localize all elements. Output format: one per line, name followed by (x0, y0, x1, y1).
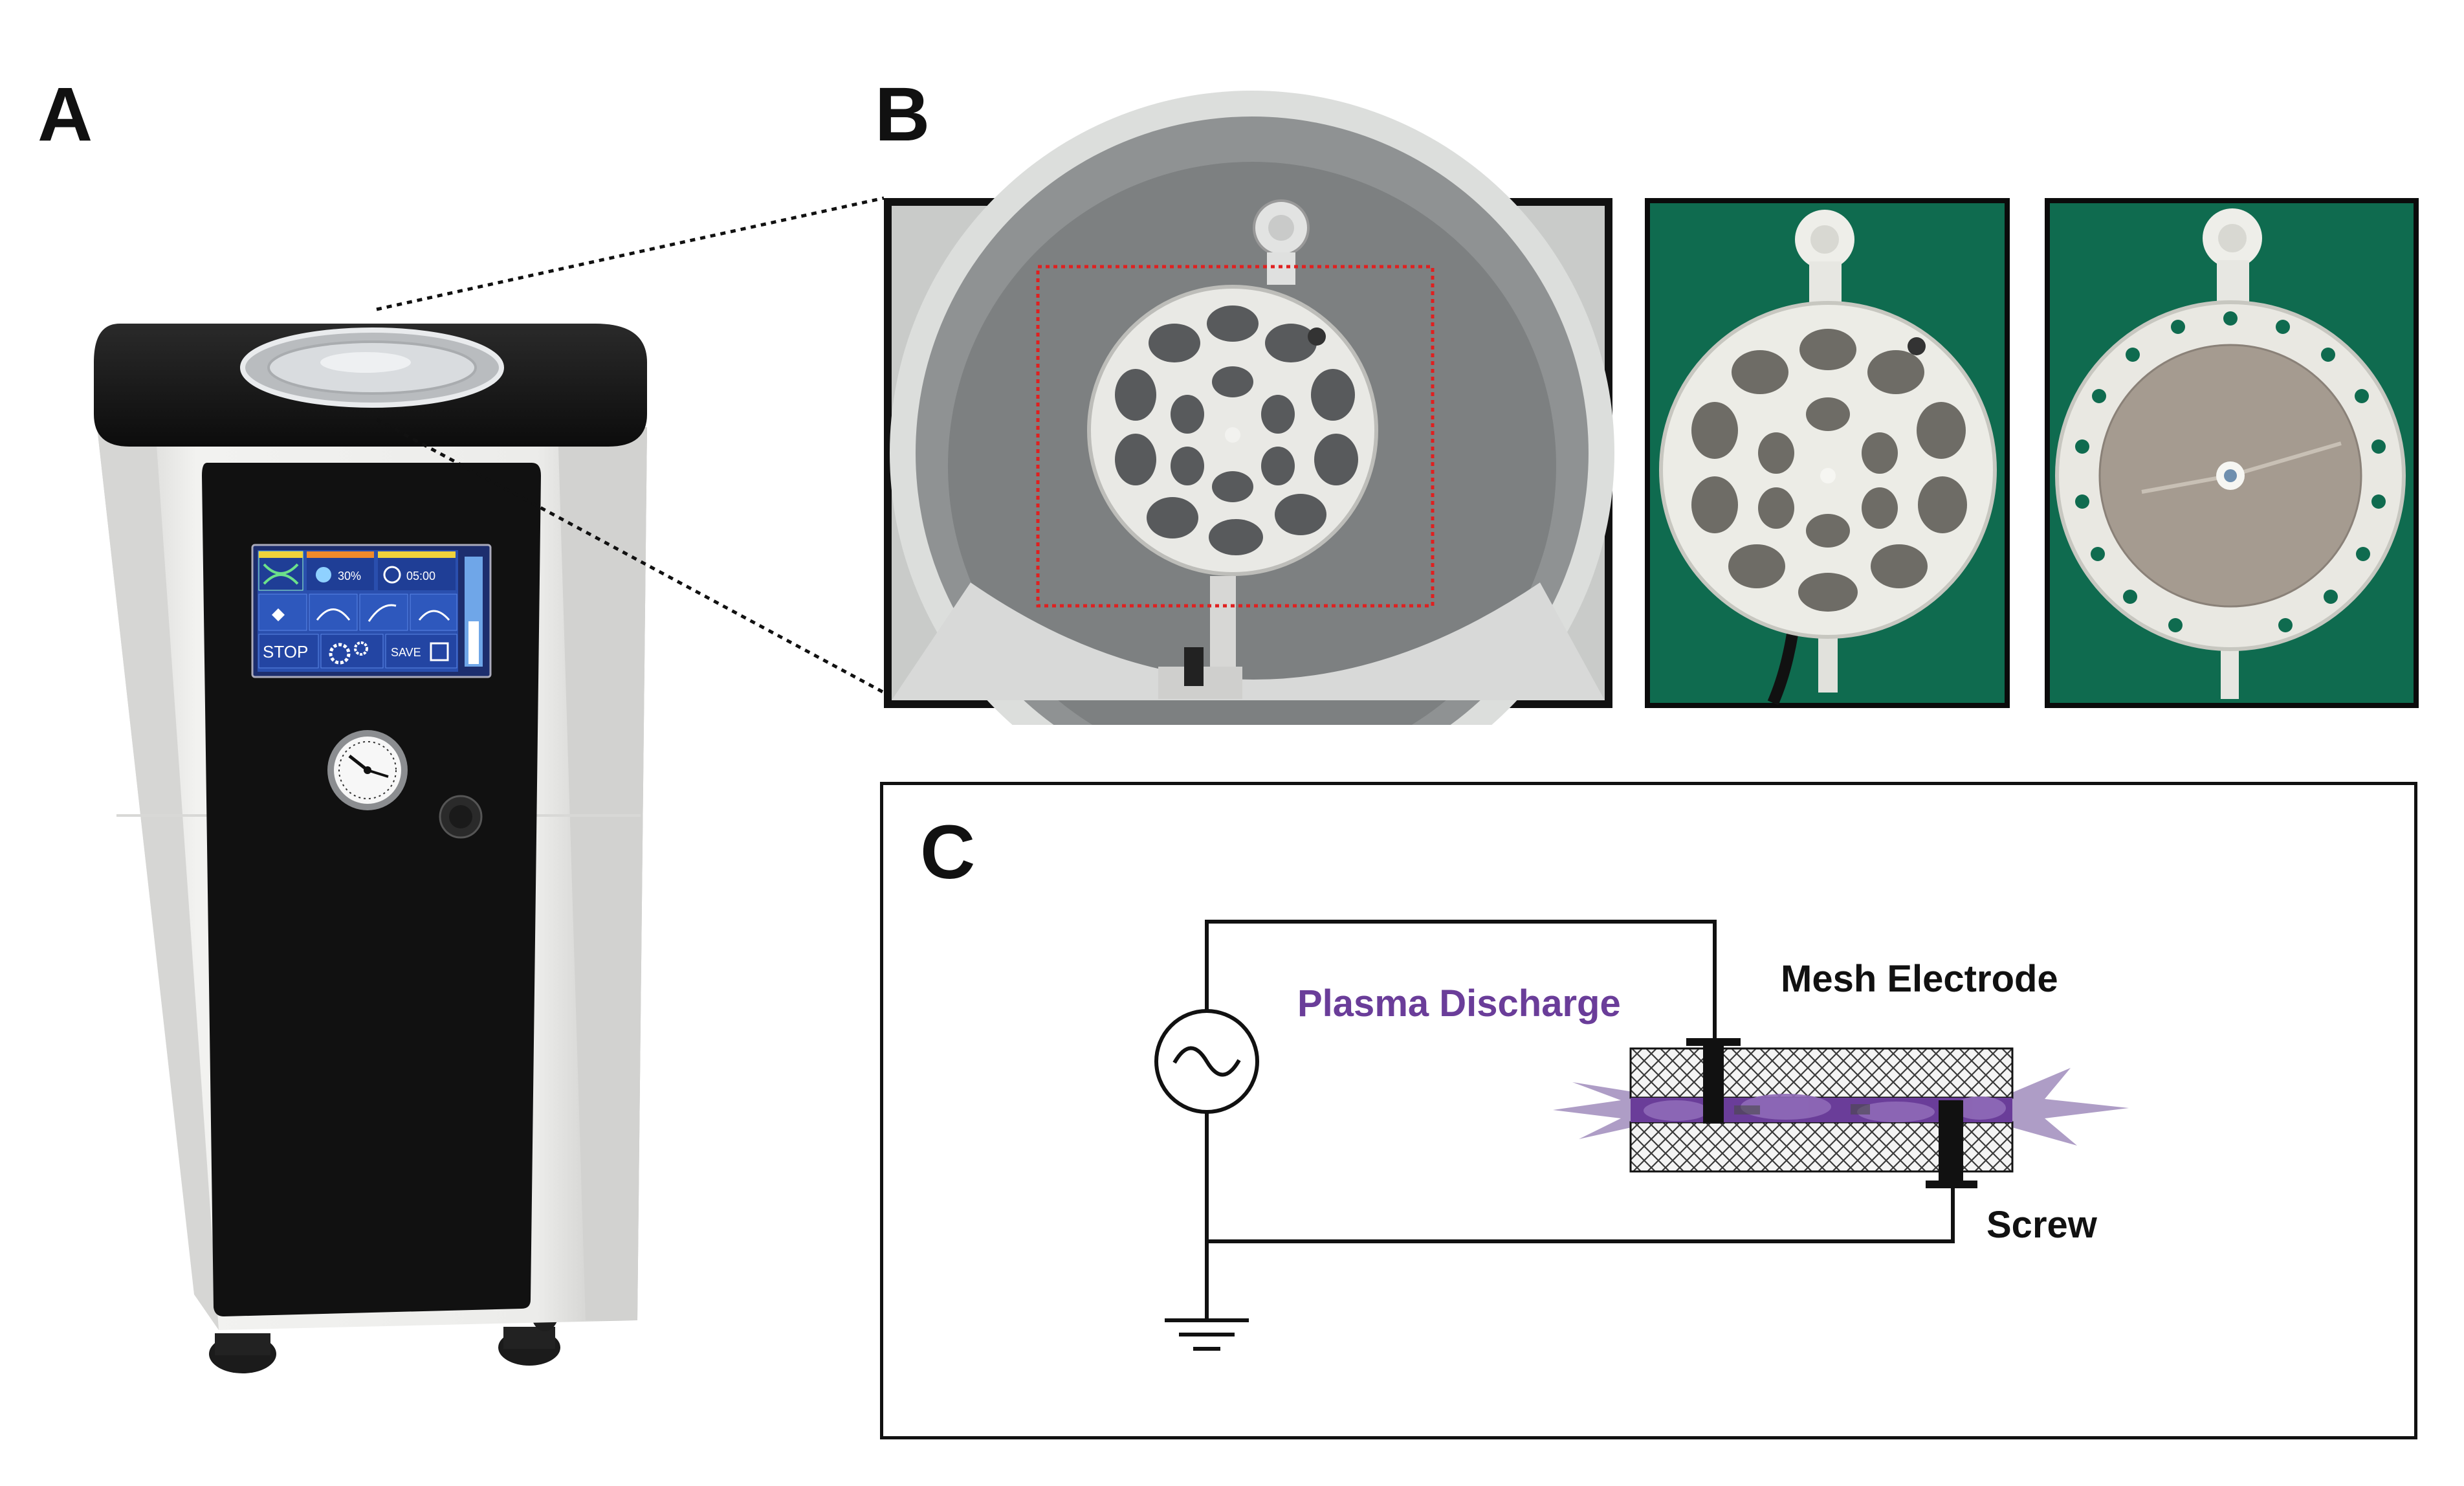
ac-source-icon (1154, 1009, 1259, 1114)
photo-electrode-back (2045, 198, 2419, 708)
selection-box (1036, 265, 1435, 608)
panel-c-label: C (920, 810, 976, 895)
callout-line-bottom (375, 417, 885, 694)
time-readout: 05:00 (406, 570, 435, 582)
panel-a-label: A (38, 72, 93, 157)
ground-icon (1165, 1318, 1249, 1351)
callout-line-top (376, 196, 885, 311)
screw-bottom (1926, 1100, 1977, 1188)
circuit-wires (1205, 920, 1955, 1320)
photo-chamber-interior (884, 91, 1614, 725)
photo-electrode-front (1645, 198, 2010, 708)
mesh-electrode-top (1629, 1047, 2014, 1099)
touchscreen: 30% 05:00 STOP SAVE (251, 544, 492, 678)
percent-readout: 30% (338, 570, 361, 582)
save-label: SAVE (391, 646, 421, 659)
screw-label: Screw (1986, 1204, 2098, 1246)
control-knob (439, 795, 483, 839)
mesh-electrode-label: Mesh Electrode (1781, 958, 2058, 1000)
photo-panel-b (375, 91, 2419, 725)
stop-label: STOP (263, 642, 308, 661)
device-illustration: 30% 05:00 STOP SAVE (94, 324, 647, 1373)
panel-b-label: B (875, 72, 930, 157)
pressure-gauge (327, 730, 408, 810)
save-disk-icon (430, 642, 449, 661)
plasma-discharge-label: Plasma Discharge (1297, 982, 1621, 1025)
screw-top (1686, 1038, 1741, 1124)
settings-gear-icon (329, 643, 351, 665)
